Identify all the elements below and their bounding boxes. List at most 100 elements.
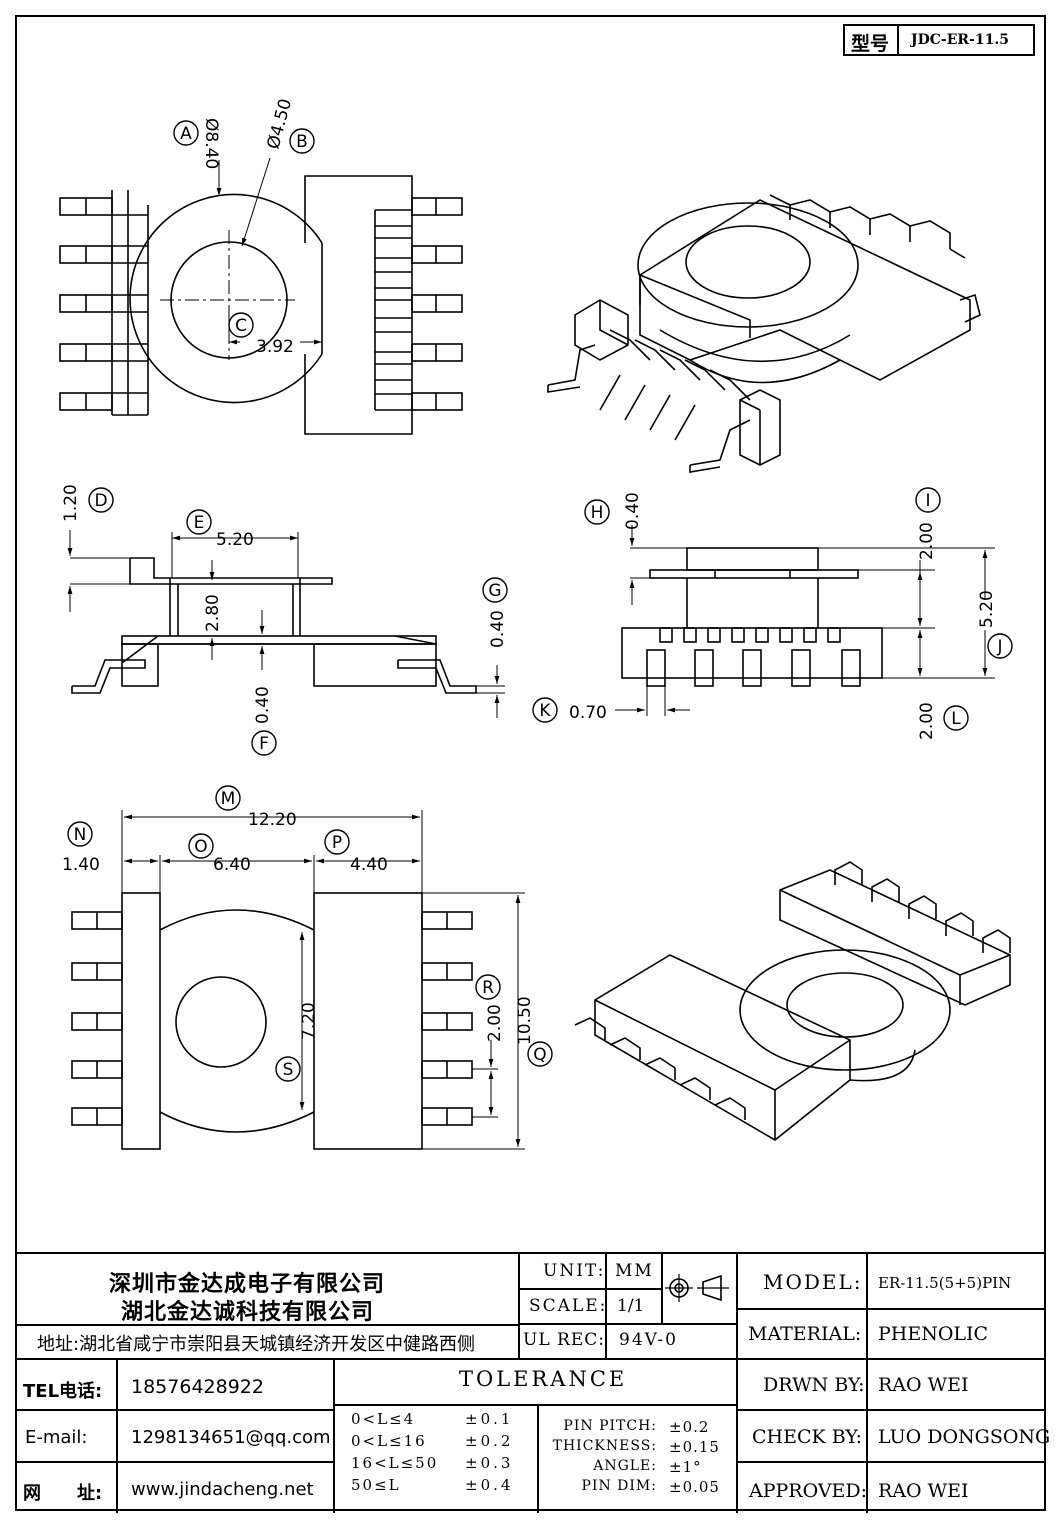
- svg-text:P: P: [332, 833, 342, 853]
- label-M: M: [215, 785, 241, 811]
- projection-symbol-icon: [665, 1274, 729, 1302]
- svg-text:J: J: [996, 637, 1002, 657]
- svg-text:R: R: [482, 978, 494, 998]
- company-name-1: 深圳市金达成电子有限公司: [109, 1272, 386, 1297]
- dim-G: 0.40: [488, 610, 508, 648]
- label-G: G: [482, 577, 508, 603]
- dim-B: Ø4.50: [264, 97, 297, 152]
- dim-D: 1.20: [61, 484, 81, 522]
- iso-view-top: [547, 194, 981, 473]
- dim-A: Ø8.40: [201, 118, 221, 169]
- model-title-value: JDC-ER-11.5: [911, 32, 1009, 48]
- tel-value: 18576428922: [131, 1376, 264, 1398]
- model-label: MODEL:: [763, 1270, 863, 1294]
- svg-text:S: S: [283, 1060, 294, 1080]
- dim-M: 12.20: [248, 810, 297, 830]
- label-J: J: [987, 633, 1013, 659]
- tol-extra-label-2: THICKNESS:: [552, 1438, 657, 1454]
- title-block: 深圳市金达成电子有限公司 湖北金达诚科技有限公司 地址:湖北省咸宁市崇阳县天城镇…: [15, 1252, 1050, 1513]
- side-view: [67, 530, 505, 718]
- web-value: www.jindacheng.net: [131, 1479, 314, 1500]
- tol-range-4: 50≤L: [351, 1476, 401, 1494]
- technical-drawing: A B C D E F G H I J K L M N O P Q R S Ø8…: [59, 97, 1013, 1150]
- tol-extra-label-1: PIN PITCH:: [563, 1418, 657, 1434]
- company-name-2: 湖北金达诚科技有限公司: [121, 1300, 375, 1325]
- tol-extra-value-3: ±1°: [669, 1458, 702, 1476]
- label-I: I: [915, 487, 941, 513]
- label-D: D: [88, 487, 114, 513]
- check-value: LUO DONGSONG: [878, 1426, 1051, 1448]
- dim-Q: 10.50: [515, 996, 535, 1045]
- label-P: P: [324, 829, 350, 855]
- label-H: H: [584, 499, 610, 525]
- dim-E2: 2.80: [203, 594, 223, 632]
- dim-J: 5.20: [977, 590, 997, 628]
- svg-text:O: O: [194, 837, 207, 857]
- svg-text:A: A: [180, 124, 192, 144]
- label-B: B: [289, 128, 315, 154]
- svg-text:Q: Q: [533, 1045, 546, 1065]
- model-title-box: 型号 JDC-ER-11.5: [843, 24, 1035, 56]
- model-value: ER-11.5(5+5)PIN: [878, 1274, 1012, 1292]
- svg-text:M: M: [221, 789, 236, 809]
- unit-value: MM: [615, 1261, 654, 1281]
- tol-value-4: ±0.4: [465, 1476, 514, 1494]
- dim-P: 4.40: [350, 855, 388, 875]
- model-title-label: 型号: [851, 33, 890, 55]
- drwn-label: DRWN BY:: [763, 1374, 865, 1396]
- label-L: L: [943, 705, 969, 731]
- dim-E: 5.20: [216, 530, 254, 550]
- label-N: N: [67, 821, 93, 847]
- label-R: R: [475, 974, 501, 1000]
- label-A: A: [173, 120, 199, 146]
- tol-value-1: ±0.1: [465, 1410, 514, 1428]
- dim-N: 1.40: [62, 855, 100, 875]
- bottom-view: [71, 810, 525, 1150]
- svg-text:G: G: [488, 581, 501, 601]
- tol-value-3: ±0.3: [465, 1454, 514, 1472]
- svg-text:H: H: [591, 503, 604, 523]
- label-E: E: [186, 509, 212, 535]
- web-label: 网 址:: [23, 1483, 103, 1504]
- dimension-texts: Ø8.40 Ø4.50 3.92 1.20 5.20 2.80 0.40 0.4…: [61, 97, 997, 1045]
- tol-extra-label-3: ANGLE:: [593, 1458, 657, 1474]
- svg-text:E: E: [194, 513, 205, 533]
- front-view: [615, 525, 995, 716]
- tol-extra-value-4: ±0.05: [669, 1478, 720, 1496]
- svg-text:K: K: [539, 701, 551, 721]
- svg-text:F: F: [259, 734, 269, 754]
- tol-extra-label-4: PIN DIM:: [581, 1478, 657, 1494]
- top-view: [59, 157, 463, 435]
- tel-label: TEL电话:: [23, 1381, 103, 1402]
- dim-I: 2.00: [917, 522, 937, 560]
- tol-range-3: 16<L≤50: [351, 1454, 439, 1472]
- dim-S: 7.20: [299, 1002, 319, 1040]
- svg-text:C: C: [235, 316, 247, 336]
- dim-R: 2.00: [485, 1004, 505, 1042]
- iso-view-bottom: [574, 861, 1011, 1141]
- label-Q: Q: [527, 1041, 553, 1067]
- label-O: O: [188, 833, 214, 859]
- approved-label: APPROVED:: [749, 1480, 868, 1502]
- tol-extra-value-2: ±0.15: [669, 1438, 720, 1456]
- circled-labels: A B C D E F G H I J K L M N O P Q R S: [67, 120, 1013, 1082]
- label-K: K: [532, 697, 558, 723]
- dim-O: 6.40: [213, 855, 251, 875]
- label-S: S: [275, 1056, 301, 1082]
- approved-value: RAO WEI: [878, 1480, 969, 1502]
- dim-K: 0.70: [569, 703, 607, 723]
- ulrec-value: 94V-0: [619, 1330, 678, 1350]
- tol-extra-value-1: ±0.2: [669, 1418, 710, 1436]
- scale-value: 1/1: [617, 1296, 645, 1316]
- tol-range-2: 0<L≤16: [351, 1432, 427, 1450]
- dim-C: 3.92: [256, 337, 294, 357]
- unit-label: UNIT:: [543, 1261, 606, 1281]
- material-value: PHENOLIC: [878, 1323, 989, 1345]
- company-address: 地址:湖北省咸宁市崇阳县天城镇经济开发区中健路西侧: [37, 1334, 476, 1355]
- tolerance-title: TOLERANCE: [459, 1367, 628, 1391]
- svg-text:I: I: [925, 491, 930, 511]
- email-value: 1298134651@qq.com: [131, 1427, 331, 1448]
- tol-value-2: ±0.2: [465, 1432, 514, 1450]
- dim-F: 0.40: [253, 686, 273, 724]
- label-F: F: [251, 730, 277, 756]
